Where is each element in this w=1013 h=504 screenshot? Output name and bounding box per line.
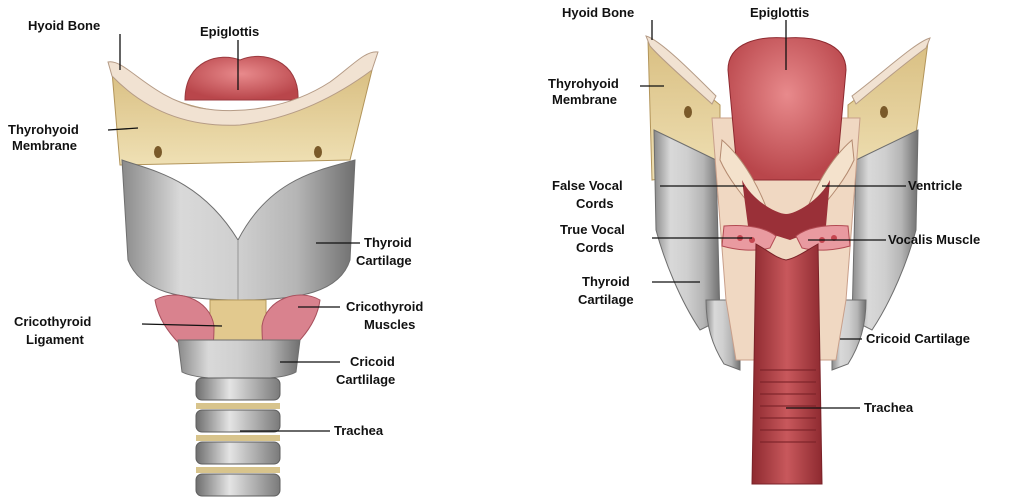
section-larynx-illustration: [646, 36, 930, 484]
label-section-trachea: Trachea: [864, 400, 914, 415]
label-section-true-vocal-cords: True Vocal Cords: [560, 222, 628, 255]
trachea-rings: [196, 378, 280, 496]
epiglottis-shape: [185, 56, 298, 100]
label-section-thyrohyoid-membrane: Thyrohyoid Membrane: [548, 76, 622, 107]
label-section-epiglottis: Epiglottis: [750, 5, 809, 20]
section-epiglottis: [728, 38, 846, 180]
cricothyroid-ligament-shape: [210, 300, 266, 340]
label-section-thyroid-cartilage: Thyroid Cartilage: [578, 274, 634, 307]
label-trachea: Trachea: [334, 423, 384, 438]
label-cricoid-cartilage: Cricoid Cartlilage: [336, 354, 398, 387]
label-epiglottis: Epiglottis: [200, 24, 259, 39]
label-section-false-vocal-cords: False Vocal Cords: [552, 178, 626, 211]
label-section-ventricle: Ventricle: [908, 178, 962, 193]
label-section-vocalis-muscle: Vocalis Muscle: [888, 232, 980, 247]
label-section-cricoid-cartilage: Cricoid Cartilage: [866, 331, 970, 346]
cricoid-cartilage-shape: [178, 340, 300, 380]
label-section-hyoid-bone: Hyoid Bone: [562, 5, 634, 20]
label-thyroid-cartilage: Thyroid Cartilage: [356, 235, 415, 268]
label-cricothyroid-muscles: Cricothyroid Muscles: [346, 299, 427, 332]
label-thyrohyoid-membrane: Thyrohyoid Membrane: [8, 122, 82, 153]
label-cricothyroid-ligament: Cricothyroid Ligament: [14, 314, 95, 347]
section-trachea: [752, 244, 822, 484]
label-hyoid-bone: Hyoid Bone: [28, 18, 100, 33]
